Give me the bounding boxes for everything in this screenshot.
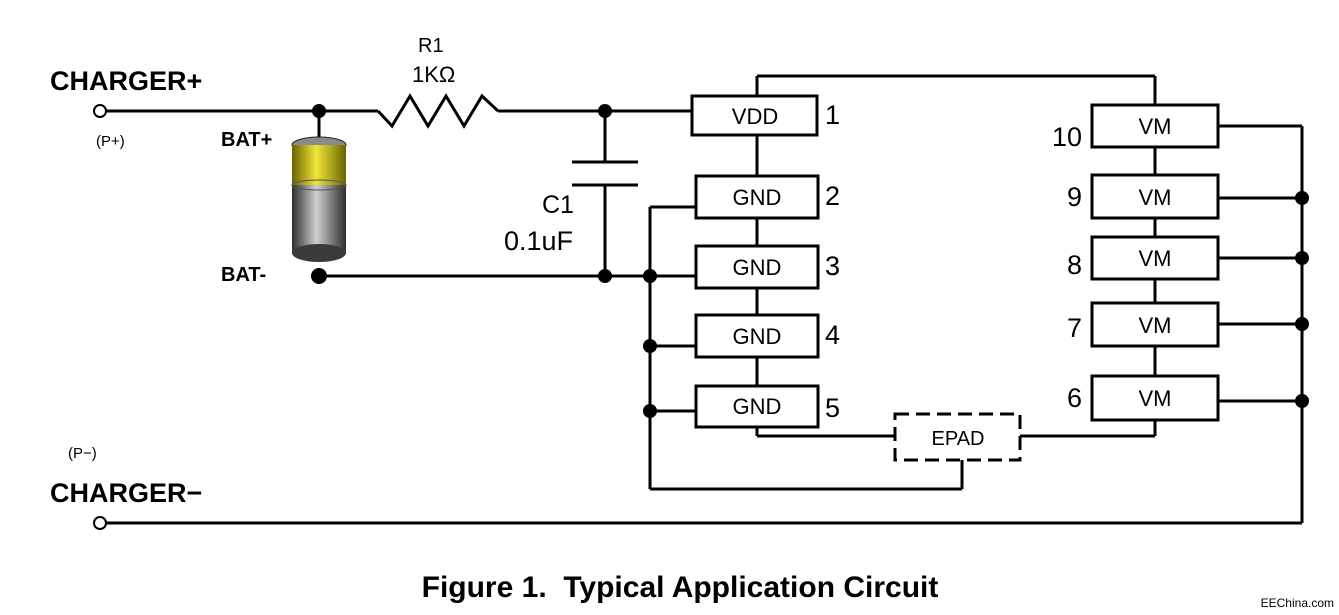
pin-number-4: 4 <box>825 320 840 350</box>
epad-label: EPAD <box>932 428 985 450</box>
pin-labels: VDD GND GND GND GND VM VM VM VM VM EPAD <box>732 104 1172 450</box>
figure-caption: Figure 1. Typical Application Circuit <box>422 571 939 604</box>
pin-box-vm-6 <box>1090 374 1220 422</box>
pin-number-10: 10 <box>1052 122 1082 152</box>
pin-label-9: VM <box>1139 185 1172 210</box>
pin-number-1: 1 <box>825 100 840 130</box>
capacitor-c1 <box>572 160 638 187</box>
capacitor-name: C1 <box>542 191 574 219</box>
charger-plus-label: CHARGER+ <box>50 66 202 96</box>
junction-dots <box>311 104 1309 418</box>
pin-box-vm-7 <box>1090 301 1220 348</box>
pin-number-8: 8 <box>1067 250 1082 280</box>
pin-number-6: 6 <box>1067 383 1082 413</box>
pin-label-4: GND <box>733 324 782 349</box>
pin-box-vm-9 <box>1090 173 1220 220</box>
watermark: EEChina.com <box>1261 596 1334 610</box>
pin-number-3: 3 <box>825 251 840 281</box>
pin-label-10: VM <box>1139 114 1172 139</box>
p-plus-label: (P+) <box>96 133 125 150</box>
pin-box-vm-10 <box>1090 103 1220 149</box>
resistor-r1 <box>376 93 500 129</box>
pin-label-6: VM <box>1139 386 1172 411</box>
bat-plus-label: BAT+ <box>221 129 272 151</box>
pin-label-7: VM <box>1139 313 1172 338</box>
resistor-value: 1KΩ <box>412 62 455 87</box>
pin-box-gnd-2 <box>694 174 820 220</box>
pin-number-5: 5 <box>825 393 840 423</box>
charger-minus-terminal <box>93 516 107 530</box>
pin-box-vdd <box>690 94 819 137</box>
pin-box-gnd-5 <box>694 384 820 429</box>
pin-numbers: 1 2 3 4 5 10 9 8 7 6 <box>825 100 1082 423</box>
pin-box-vm-8 <box>1090 235 1220 281</box>
pin-box-gnd-4 <box>694 313 820 359</box>
wires <box>106 74 1304 525</box>
epad-box <box>893 412 1022 462</box>
pin-label-5: GND <box>733 394 782 419</box>
pin-label-8: VM <box>1139 246 1172 271</box>
capacitor-value: 0.1uF <box>504 226 573 256</box>
pin-label-1: VDD <box>732 104 778 129</box>
charger-minus-label: CHARGER− <box>50 478 202 508</box>
pin-box-gnd-3 <box>694 244 820 290</box>
ic-left-pins <box>690 94 820 429</box>
pin-number-7: 7 <box>1067 313 1082 343</box>
charger-plus-terminal <box>93 104 107 118</box>
resistor-name: R1 <box>418 35 444 57</box>
pin-number-9: 9 <box>1067 182 1082 212</box>
battery-icon <box>291 136 347 262</box>
p-minus-label: (P−) <box>68 445 97 462</box>
bat-minus-label: BAT- <box>221 264 266 286</box>
pin-number-2: 2 <box>825 181 840 211</box>
ic-right-pins <box>1090 103 1220 422</box>
pin-label-3: GND <box>733 255 782 280</box>
pin-label-2: GND <box>733 185 782 210</box>
